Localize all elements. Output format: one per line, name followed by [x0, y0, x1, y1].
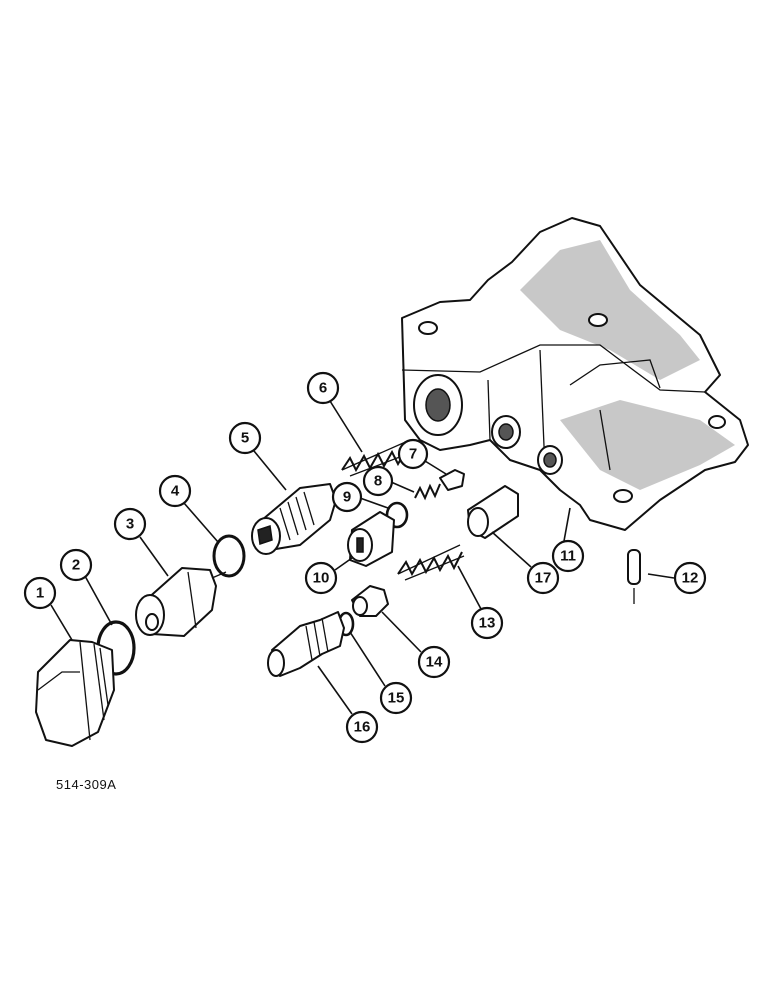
valve-housing — [401, 217, 749, 531]
slotted-plug — [347, 511, 395, 567]
spring-small — [414, 483, 441, 501]
callout-13: 13 — [470, 606, 504, 640]
poppet-cone — [439, 469, 465, 491]
svg-text:14: 14 — [426, 654, 443, 671]
callout-12: 12 — [673, 561, 707, 595]
svg-text:2: 2 — [72, 557, 80, 574]
svg-text:9: 9 — [343, 489, 351, 506]
valve-cartridge — [251, 483, 337, 555]
dowel-pin — [627, 549, 641, 604]
callout-9: 9 — [331, 481, 363, 513]
figure-reference-code: 514-309A — [56, 777, 117, 792]
svg-text:5: 5 — [241, 430, 249, 447]
svg-text:1: 1 — [36, 585, 44, 602]
svg-text:4: 4 — [171, 483, 180, 500]
callout-1: 1 — [23, 576, 57, 610]
svg-text:16: 16 — [354, 719, 371, 736]
spring-long — [397, 544, 465, 581]
hex-plug — [35, 639, 115, 747]
callout-2: 2 — [59, 548, 93, 582]
adjusting-nut — [351, 585, 389, 617]
callout-5: 5 — [228, 421, 262, 455]
svg-text:7: 7 — [409, 446, 417, 463]
callout-16: 16 — [345, 710, 379, 744]
callout-10: 10 — [304, 561, 338, 595]
callout-8: 8 — [362, 465, 394, 497]
leader-lines — [50, 400, 675, 715]
svg-text:11: 11 — [560, 548, 576, 565]
callout-6: 6 — [306, 371, 340, 405]
svg-text:17: 17 — [535, 570, 552, 587]
o-ring-medium — [212, 534, 246, 578]
svg-text:3: 3 — [126, 516, 134, 533]
callout-14: 14 — [417, 645, 451, 679]
callout-17: 17 — [526, 561, 560, 595]
svg-text:12: 12 — [682, 570, 699, 587]
threaded-fitting — [267, 611, 345, 677]
callout-7: 7 — [397, 438, 429, 470]
callout-11: 11 — [551, 539, 585, 573]
callout-15: 15 — [379, 681, 413, 715]
callout-3: 3 — [113, 507, 147, 541]
svg-text:15: 15 — [388, 690, 405, 707]
svg-text:6: 6 — [319, 380, 327, 397]
valve-spool-assembly — [135, 567, 227, 637]
svg-text:13: 13 — [479, 615, 496, 632]
callout-4: 4 — [158, 474, 192, 508]
sleeve — [467, 485, 519, 539]
svg-text:8: 8 — [374, 473, 382, 490]
svg-text:10: 10 — [313, 570, 330, 587]
